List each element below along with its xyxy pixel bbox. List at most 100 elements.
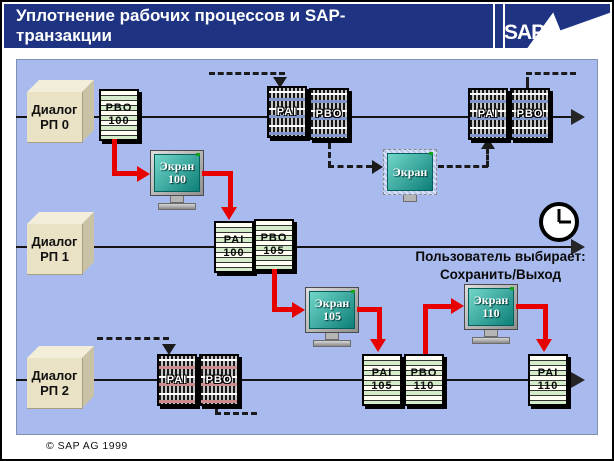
dashed-line <box>486 148 489 167</box>
block-number: 105 <box>263 245 285 257</box>
block-label: PAI <box>371 367 393 379</box>
screen-number: 110 <box>482 306 500 320</box>
dashed-line <box>215 412 257 415</box>
monitor-stand <box>170 196 184 203</box>
power-led-icon <box>351 290 355 293</box>
red-arrowhead-down <box>221 207 237 220</box>
title-line1: Уплотнение рабочих процессов и SAP- <box>16 6 346 25</box>
block-number: 105 <box>371 380 393 392</box>
monitor-icon-screen-ghost: Экран <box>383 149 437 202</box>
screen-label: Экран <box>314 296 350 310</box>
monitor-base <box>313 340 351 347</box>
timeline-wp1 <box>16 246 572 248</box>
red-arrowhead-right <box>137 166 150 182</box>
monitor-stand <box>484 330 498 337</box>
lane-label: Диалог <box>31 102 78 117</box>
dashed-arrowhead-down <box>273 77 287 88</box>
dashed-line <box>438 165 488 168</box>
logo-separator <box>493 4 495 48</box>
power-led-icon <box>429 152 433 155</box>
block-pbo-ghost-mid: PBO <box>309 88 349 140</box>
red-arrow-segment <box>272 269 277 312</box>
dashed-arrowhead-up <box>481 138 495 149</box>
lane-label: РП 2 <box>40 383 69 398</box>
red-arrow-segment <box>112 139 117 176</box>
screen-label: Экран <box>392 164 428 179</box>
red-arrowhead-down <box>536 339 552 352</box>
cube-top-face <box>27 212 94 224</box>
dashed-line <box>328 143 331 167</box>
dashed-line <box>526 72 576 75</box>
block-pai-ghost-right: PAI <box>468 88 508 140</box>
annotation-line1: Пользователь выбирает: <box>415 249 586 264</box>
monitor-stand <box>403 195 417 202</box>
monitor-frame: Экран <box>383 149 437 195</box>
power-led-icon <box>510 287 514 290</box>
lane-label: Диалог <box>31 234 78 249</box>
block-label: PBO <box>410 367 438 379</box>
logo-separator <box>503 4 505 48</box>
block-label: PAI <box>223 234 245 246</box>
clock-icon <box>539 202 579 242</box>
dashed-line <box>328 165 372 168</box>
red-arrow-segment <box>202 171 233 176</box>
monitor-screen: Экран <box>387 153 433 191</box>
block-number: 110 <box>413 380 435 392</box>
monitor-stand <box>325 333 339 340</box>
dashed-line <box>215 404 218 415</box>
annotation-line2: Сохранить/Выход <box>439 267 562 282</box>
cube-side-face <box>82 80 94 142</box>
red-arrow-segment <box>423 304 428 354</box>
block-label: PBO <box>516 108 544 120</box>
timeline-wp1-arrowhead <box>571 239 585 255</box>
monitor-base <box>472 337 510 344</box>
lane-label: РП 0 <box>40 117 69 132</box>
block-number: 110 <box>537 380 559 392</box>
power-led-icon <box>196 153 200 156</box>
block-label: PBO <box>205 374 233 386</box>
screen-label: Экран <box>473 293 509 307</box>
page-title: Уплотнение рабочих процессов и SAP-транз… <box>16 6 345 46</box>
timeline-wp2-arrowhead <box>571 372 585 388</box>
dashed-arrowhead-right <box>372 160 383 174</box>
block-label: PBO <box>260 232 288 244</box>
dashed-arrowhead-down <box>162 344 176 355</box>
red-arrow-segment <box>357 307 382 312</box>
block-number: 100 <box>108 115 130 127</box>
timeline-wp2 <box>16 379 572 381</box>
red-arrowhead-down <box>370 339 386 352</box>
red-arrow-segment <box>272 307 293 312</box>
sap-logo-text: SAP <box>504 21 545 44</box>
lane-label: РП 1 <box>40 249 69 264</box>
block-label: PBO <box>105 102 133 114</box>
copyright-text: © SAP AG 1999 <box>46 440 128 452</box>
title-line2: транзакции <box>16 26 112 45</box>
cube-top-face <box>27 346 94 358</box>
cube-side-face <box>82 346 94 408</box>
block-label: PAI <box>477 108 499 120</box>
block-label: PAI <box>276 106 298 118</box>
red-arrowhead-right <box>292 302 305 318</box>
sap-logo: SAP <box>492 4 610 48</box>
dashed-line <box>526 77 529 89</box>
block-label: PAI <box>537 367 559 379</box>
monitor-base <box>158 203 196 210</box>
